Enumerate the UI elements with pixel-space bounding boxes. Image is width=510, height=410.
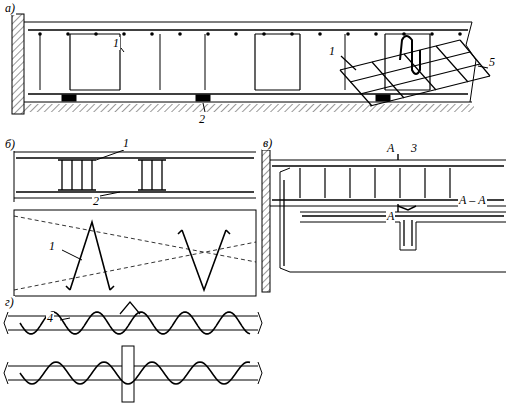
bar-dot: [318, 32, 322, 36]
callout-number: 1: [328, 45, 336, 58]
slab-elevation-b: [14, 148, 256, 202]
bar-dot: [206, 32, 210, 36]
bar-dot: [458, 32, 462, 36]
bar-dot: [374, 32, 378, 36]
section-label: А – А: [458, 194, 487, 207]
section-mark: А: [386, 210, 395, 223]
bar-dot: [346, 32, 350, 36]
bar-crossing-d: [4, 346, 262, 402]
panel-letter: а): [4, 2, 16, 15]
bar-dot: [122, 32, 126, 36]
callout-number: 2: [92, 195, 100, 208]
panel-letter: в): [262, 137, 273, 150]
slab-elevation-a: [12, 14, 476, 114]
bar-dot: [234, 32, 238, 36]
section-a-a: [300, 206, 506, 250]
bar-dot: [150, 32, 154, 36]
bar-dot: [178, 32, 182, 36]
callout-number: 3: [410, 142, 418, 155]
beam-elevation-c: [262, 150, 506, 292]
bar-spiral-d: [4, 302, 262, 334]
bar-dot: [66, 32, 70, 36]
section-mark: А: [386, 142, 395, 155]
callout-number: 5: [488, 56, 496, 69]
panel-letter: б): [4, 138, 16, 151]
callout-number: 2: [198, 113, 206, 126]
callout-number: 1: [48, 240, 56, 253]
callout-number: 1: [122, 137, 130, 150]
callout-number: 4: [46, 312, 54, 325]
panel-letter: г): [4, 296, 15, 309]
mesh-inset: [340, 36, 490, 106]
slab-plan-b: [14, 210, 256, 296]
callout-number: 1: [112, 37, 120, 50]
bar-dot: [430, 32, 434, 36]
